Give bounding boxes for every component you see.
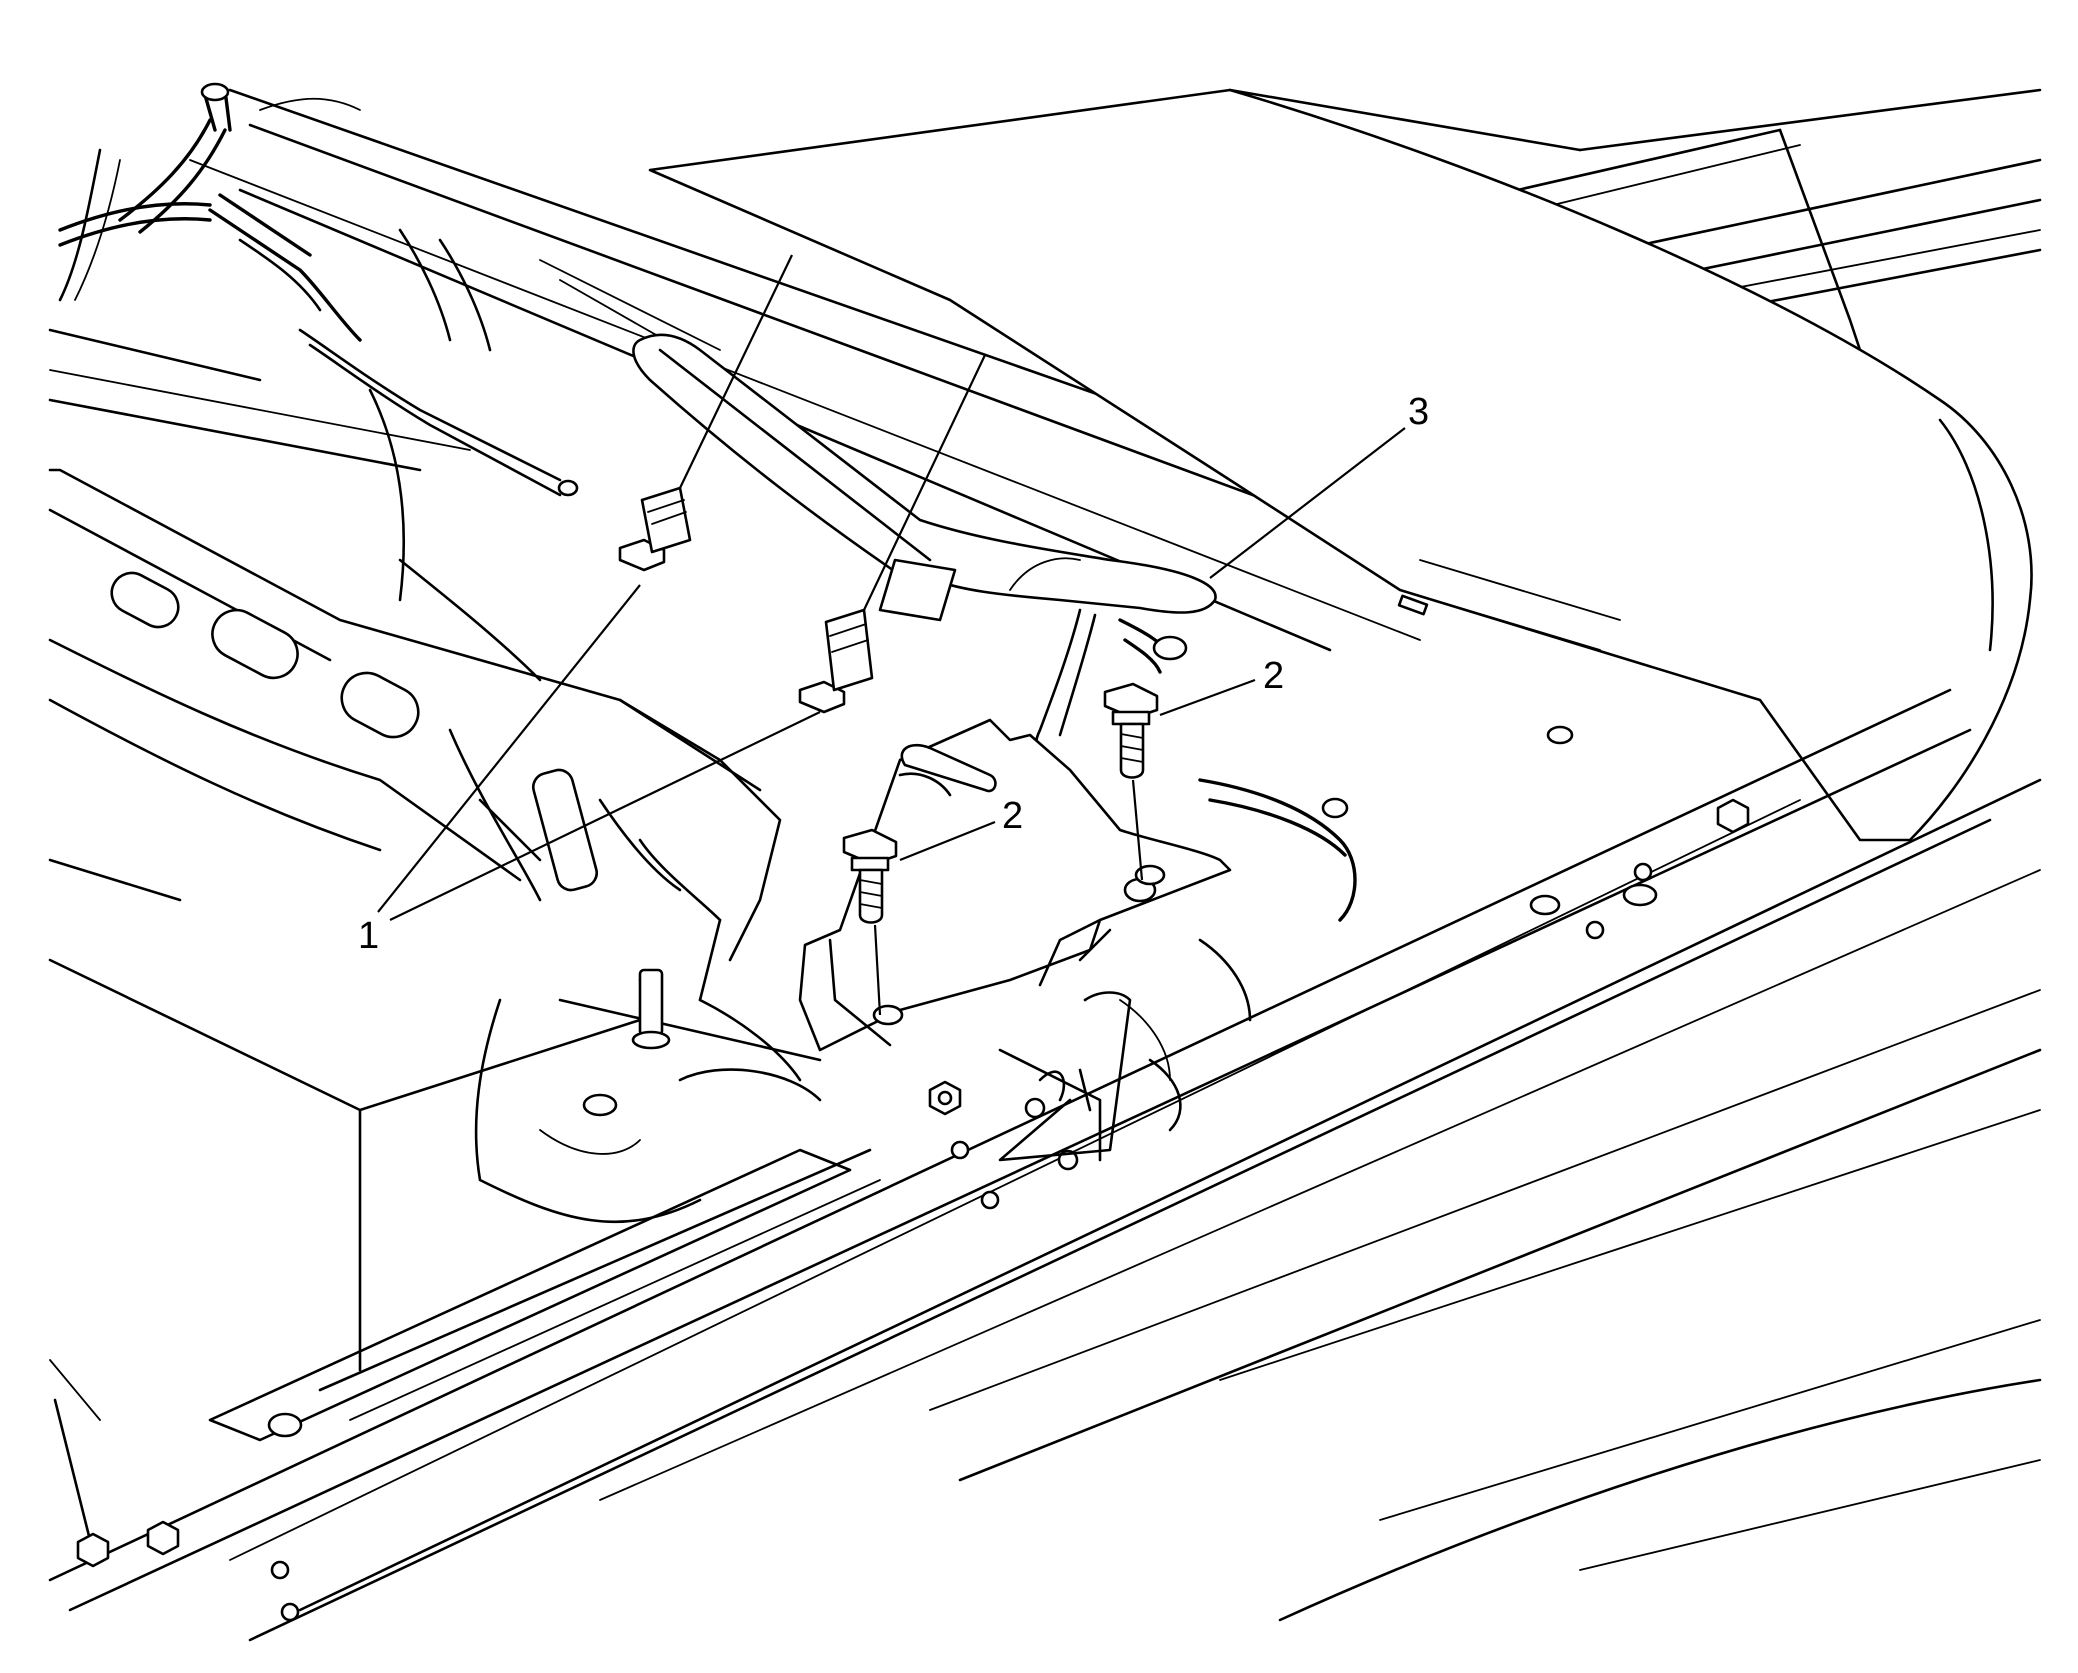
mounting-plate <box>798 718 1232 1162</box>
body-structure <box>48 82 2042 1642</box>
sill-fasteners <box>76 725 1750 1622</box>
callout-2-left: 2 <box>1002 795 1023 837</box>
bracket-assembly <box>632 333 1217 767</box>
callout-3: 3 <box>1408 391 1429 433</box>
bolt-left <box>842 828 898 1016</box>
callout-leaders <box>377 427 1406 921</box>
callout-1: 1 <box>358 915 379 957</box>
stud-lower <box>798 354 986 714</box>
stud-upper <box>618 254 793 572</box>
callout-2-right: 2 <box>1263 655 1284 697</box>
bolt-right <box>1103 682 1159 881</box>
